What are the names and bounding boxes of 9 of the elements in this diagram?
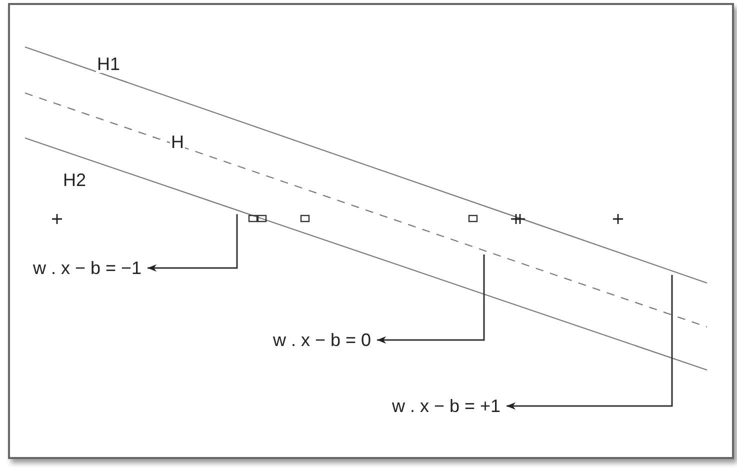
hyperplane-label: H	[170, 133, 185, 151]
leader-arrow	[377, 254, 485, 344]
equation-label: w . x − b = −1	[33, 257, 142, 279]
hyperplane-label: H2	[62, 171, 88, 189]
equation-label: w . x − b = +1	[392, 395, 501, 417]
leader-arrow	[148, 214, 238, 272]
hyperplane-label: H1	[96, 55, 122, 73]
leader-arrow	[506, 274, 673, 410]
equation-label: w . x − b = 0	[273, 329, 372, 351]
